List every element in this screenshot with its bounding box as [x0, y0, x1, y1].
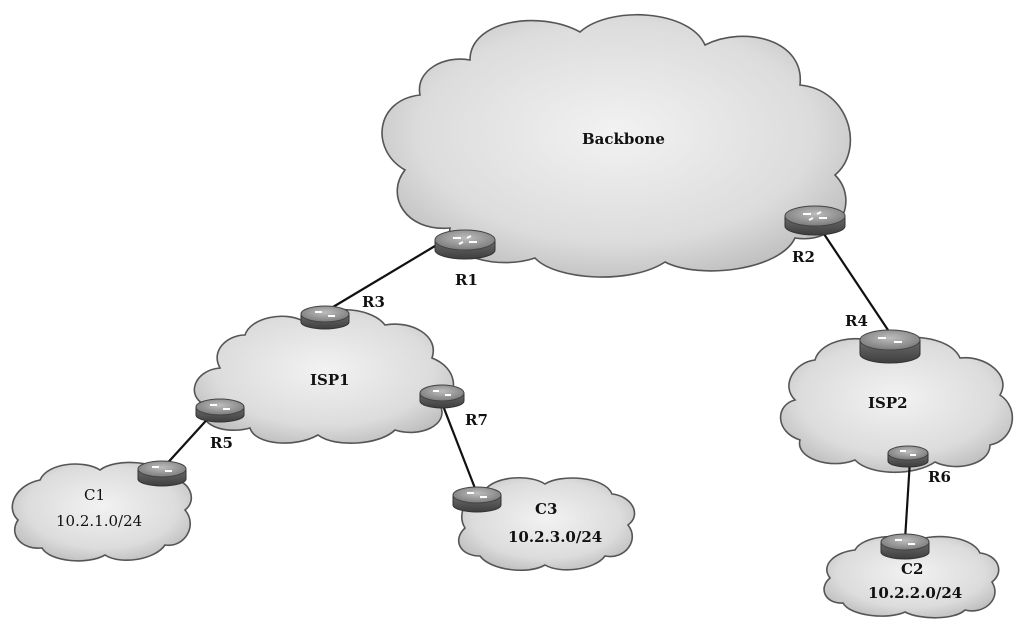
- backbone-label: Backbone: [582, 130, 665, 148]
- router-r5-label: R5: [210, 434, 233, 452]
- cloud-isp1: [193, 308, 455, 444]
- c2-label: C2: [901, 560, 923, 578]
- cloud-c1: [11, 461, 193, 562]
- c3-label: C3: [535, 500, 557, 518]
- router-c1[interactable]: [137, 460, 187, 487]
- router-r6-label: R6: [928, 468, 951, 486]
- link-r5-c1: [162, 412, 214, 469]
- link-r6-c2: [903, 459, 912, 541]
- router-r7[interactable]: [419, 384, 465, 409]
- router-r1-label: R1: [455, 271, 478, 289]
- isp2-label: ISP2: [868, 394, 908, 412]
- router-r1[interactable]: [434, 229, 496, 260]
- router-r4-label: R4: [845, 312, 868, 330]
- router-r3-label: R3: [362, 293, 385, 311]
- router-r5[interactable]: [195, 398, 245, 423]
- router-r2[interactable]: [784, 205, 846, 236]
- router-c3[interactable]: [452, 486, 502, 513]
- router-r7-label: R7: [465, 411, 488, 429]
- router-r2-label: R2: [792, 248, 815, 266]
- cloud-backbone: [381, 14, 852, 278]
- cloud-c3: [457, 476, 636, 572]
- c3-subnet: 10.2.3.0/24: [508, 528, 602, 546]
- c2-subnet: 10.2.2.0/24: [868, 584, 962, 602]
- c1-subnet: 10.2.1.0/24: [56, 512, 142, 530]
- link-r7-c3: [438, 397, 480, 497]
- router-c2[interactable]: [880, 533, 930, 560]
- isp1-label: ISP1: [310, 371, 350, 389]
- router-r4[interactable]: [859, 329, 921, 364]
- router-r6[interactable]: [887, 445, 929, 468]
- c1-label: C1: [84, 486, 105, 504]
- links: [162, 227, 912, 541]
- link-r2-r4: [819, 227, 889, 331]
- link-r1-r3: [327, 242, 441, 311]
- router-r3[interactable]: [300, 305, 350, 330]
